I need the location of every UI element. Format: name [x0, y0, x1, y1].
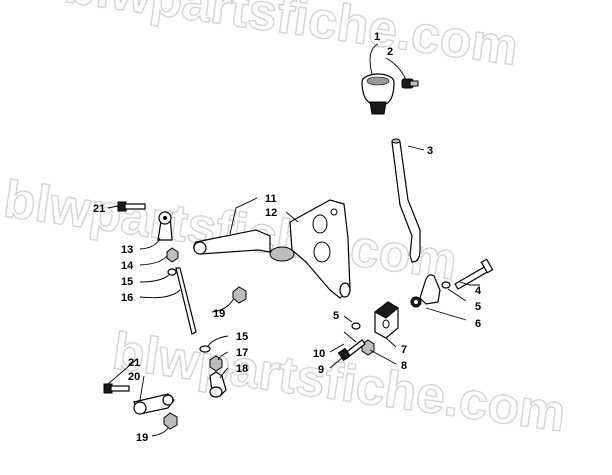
callout-17: 17	[236, 347, 248, 359]
callout-11: 11	[265, 193, 277, 205]
callout-labels: 1 2 3 4 5 6 5 7 8 10 9 11 12 21 13 14 15…	[93, 31, 482, 444]
callout-21-top: 21	[93, 203, 105, 215]
nut-19-bottom	[163, 412, 178, 430]
clevis	[410, 274, 441, 308]
mounting-bracket	[289, 199, 351, 299]
set-screw	[401, 78, 419, 89]
arm-20	[133, 393, 175, 415]
cotter-pin	[343, 331, 357, 343]
callout-9: 9	[318, 364, 324, 376]
callout-6: 6	[475, 318, 481, 330]
nut-19-top	[232, 286, 247, 304]
callout-4: 4	[475, 285, 482, 297]
callout-7: 7	[401, 344, 407, 356]
shift-rod	[391, 138, 421, 263]
link-rod	[175, 267, 197, 335]
washer-5-left	[351, 322, 361, 330]
washer-15-bottom	[199, 345, 211, 353]
washer-5-right	[441, 281, 451, 289]
callout-21-bottom: 21	[128, 357, 140, 369]
callout-18: 18	[236, 363, 248, 375]
nut-17	[209, 355, 223, 372]
callout-19-top: 19	[213, 308, 225, 320]
callout-20: 20	[128, 371, 140, 383]
watermark-layer: blwpartsfiche.com blwpartsfiche.com blwp…	[0, 0, 570, 444]
callout-19-bottom: 19	[136, 432, 148, 444]
pivot-block	[374, 301, 399, 339]
bolt-9	[337, 339, 366, 362]
bolt-4	[454, 258, 494, 290]
callout-10: 10	[313, 348, 325, 360]
shift-lever	[193, 229, 295, 262]
callout-5-right: 5	[475, 301, 481, 313]
callout-8: 8	[401, 360, 407, 372]
watermark-bottom: blwpartsfiche.com	[109, 322, 569, 443]
callout-12: 12	[265, 207, 277, 219]
bolt-21-bottom	[103, 383, 130, 394]
shift-knob	[361, 73, 395, 115]
callout-16: 16	[121, 292, 133, 304]
callout-15-bottom: 15	[236, 331, 248, 343]
callout-3: 3	[427, 145, 433, 157]
nut-14	[166, 247, 179, 263]
callout-13: 13	[121, 244, 133, 256]
rod-end-13	[157, 211, 173, 241]
watermark-top: blwpartsfiche.com	[61, 0, 521, 77]
rod-end-18	[209, 371, 227, 398]
callout-15-top: 15	[121, 276, 133, 288]
washer-15-top	[167, 268, 177, 276]
callout-2: 2	[387, 46, 393, 58]
callout-14: 14	[121, 260, 134, 272]
callout-5-left: 5	[333, 310, 339, 322]
bolt-21-top	[117, 201, 146, 212]
leader-lines	[107, 43, 480, 437]
callout-1: 1	[374, 31, 380, 43]
